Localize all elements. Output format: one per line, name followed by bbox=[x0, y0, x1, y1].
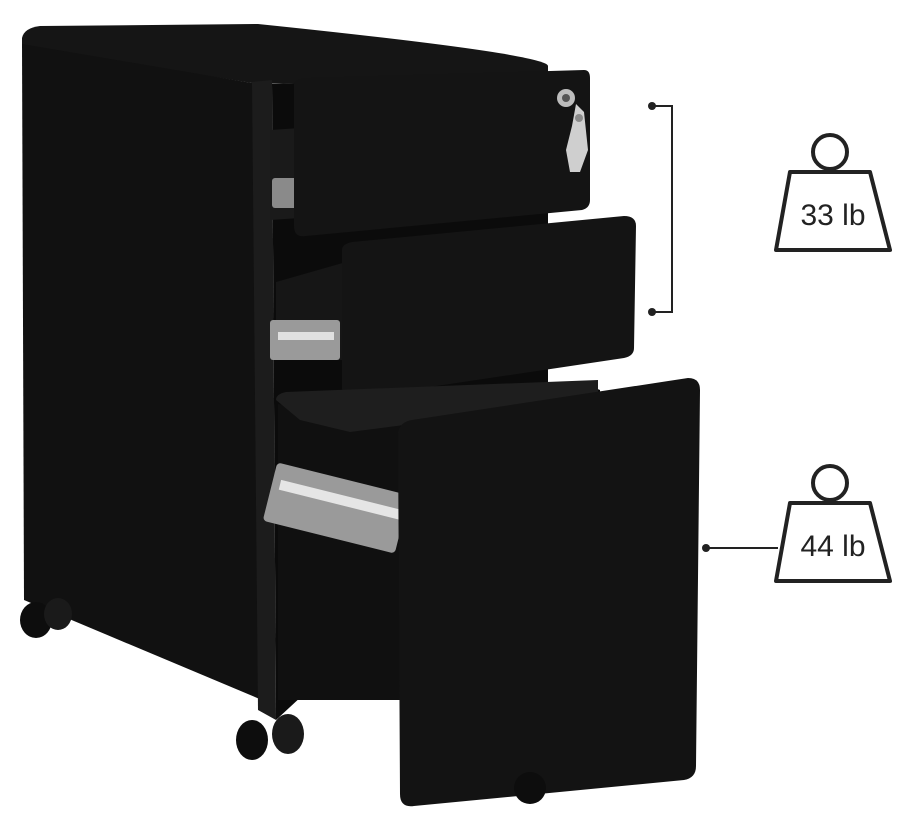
bottom-drawer-front bbox=[398, 378, 700, 807]
bottom-drawer-back bbox=[276, 380, 598, 432]
cabinet-top bbox=[22, 24, 548, 84]
bottom-rail-highlight bbox=[278, 479, 402, 520]
cabinet-front-frame bbox=[252, 80, 276, 720]
caster-back-left bbox=[44, 598, 72, 630]
weight-label-44: 44 lb bbox=[800, 530, 865, 563]
upper-drawers-bracket bbox=[648, 102, 673, 316]
middle-rail-highlight bbox=[278, 332, 334, 340]
caster-front-left bbox=[20, 602, 52, 638]
key-ring bbox=[575, 114, 583, 122]
bottom-drawer-pointer bbox=[702, 544, 778, 552]
lock-keyhole bbox=[562, 94, 570, 102]
middle-drawer bbox=[270, 216, 636, 399]
caster-drawer bbox=[514, 772, 546, 804]
weight-icon bbox=[774, 464, 892, 583]
weight-icon bbox=[774, 133, 892, 252]
top-drawer-rail bbox=[272, 178, 298, 208]
top-drawer-front bbox=[294, 70, 590, 237]
casters bbox=[20, 598, 546, 804]
middle-drawer-front bbox=[342, 216, 636, 399]
caster-back-right bbox=[272, 714, 304, 754]
key-icon bbox=[566, 104, 588, 172]
weight-label-33: 33 lb bbox=[800, 199, 865, 232]
bottom-drawer bbox=[263, 378, 700, 807]
caster-front-right bbox=[236, 720, 268, 760]
top-drawer bbox=[270, 70, 590, 237]
cabinet-side-panel bbox=[22, 44, 262, 700]
weight-badge-upper: 33 lb bbox=[774, 133, 892, 252]
weight-badge-lower: 44 lb bbox=[774, 464, 892, 583]
bottom-drawer-side bbox=[278, 404, 400, 700]
